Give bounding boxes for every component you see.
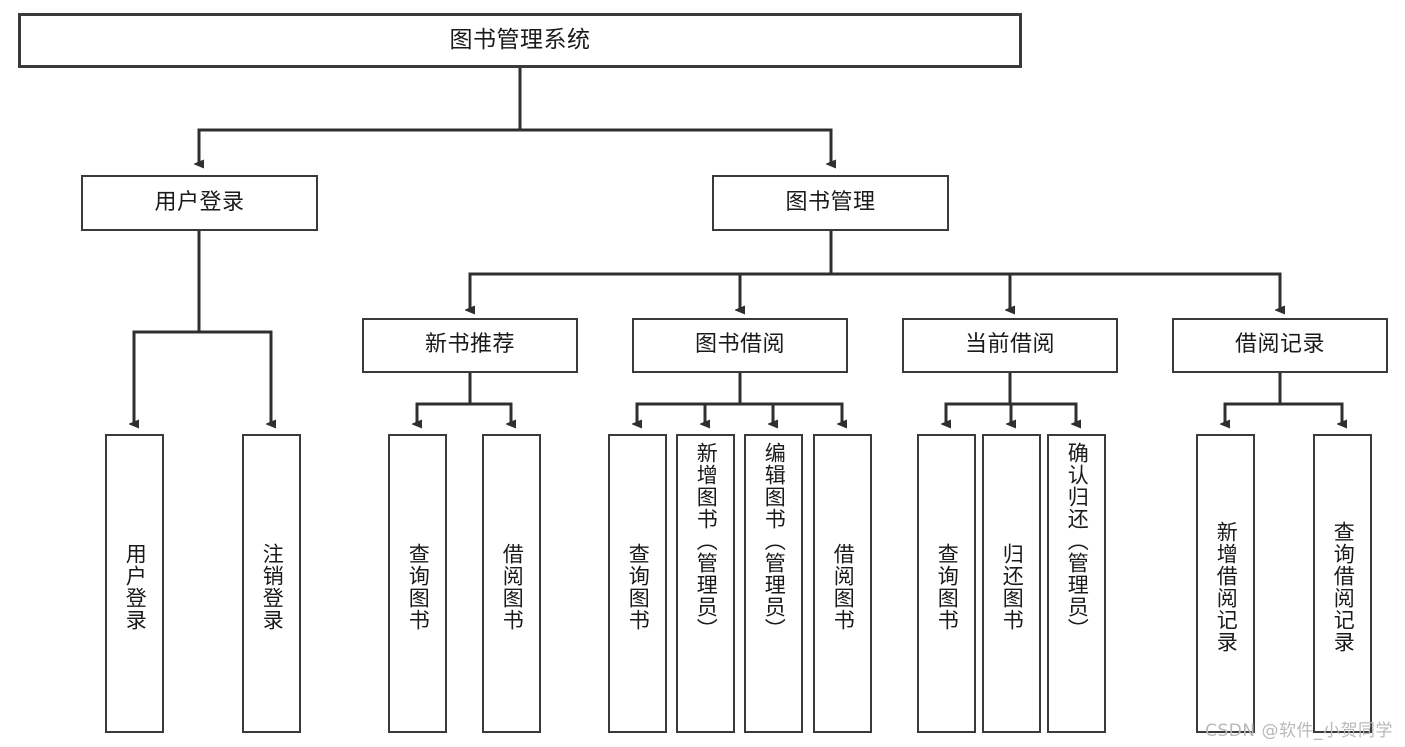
node-borrow-record-label: 借阅记录 (1234, 332, 1325, 358)
node-leaf-query-book-3[interactable]: 查询图书 (917, 434, 976, 733)
node-leaf-query-record[interactable]: 查询借阅记录 (1313, 434, 1372, 733)
node-leaf-add-record[interactable]: 新增借阅记录 (1196, 434, 1255, 733)
node-leaf-add-book-label: 新增图书（管理员） (694, 442, 719, 640)
node-book-borrow[interactable]: 图书借阅 (632, 318, 848, 373)
node-leaf-confirm-return-label: 确认归还（管理员） (1065, 442, 1090, 640)
node-book-manage-label: 图书管理 (785, 189, 876, 215)
node-leaf-borrow-book-1-label: 借阅图书 (500, 542, 525, 631)
node-new-book-recommend-label: 新书推荐 (424, 332, 515, 358)
csdn-watermark: CSDN @软件_小贺同学 (1205, 721, 1393, 741)
node-leaf-query-book-2-label: 查询图书 (626, 542, 651, 631)
node-leaf-logout-login[interactable]: 注销登录 (242, 434, 301, 733)
node-leaf-query-book-2[interactable]: 查询图书 (608, 434, 667, 733)
node-root-label: 图书管理系统 (449, 26, 591, 53)
node-leaf-return-book[interactable]: 归还图书 (982, 434, 1041, 733)
node-user-login[interactable]: 用户登录 (81, 175, 318, 231)
node-book-borrow-label: 图书借阅 (694, 332, 785, 358)
node-leaf-borrow-book-2[interactable]: 借阅图书 (813, 434, 872, 733)
node-leaf-add-book[interactable]: 新增图书（管理员） (676, 434, 735, 733)
node-current-borrow-label: 当前借阅 (964, 332, 1055, 358)
node-leaf-user-login-label: 用户登录 (123, 542, 148, 631)
node-new-book-recommend[interactable]: 新书推荐 (362, 318, 578, 373)
node-leaf-confirm-return[interactable]: 确认归还（管理员） (1047, 434, 1106, 733)
node-leaf-user-login[interactable]: 用户登录 (105, 434, 164, 733)
node-root[interactable]: 图书管理系统 (18, 13, 1022, 68)
node-user-login-label: 用户登录 (154, 189, 245, 215)
node-leaf-borrow-book-1[interactable]: 借阅图书 (482, 434, 541, 733)
node-leaf-edit-book-label: 编辑图书（管理员） (762, 442, 787, 640)
node-leaf-query-book-1[interactable]: 查询图书 (388, 434, 447, 733)
node-leaf-query-book-3-label: 查询图书 (935, 542, 960, 631)
node-leaf-query-book-1-label: 查询图书 (406, 542, 431, 631)
node-leaf-query-record-label: 查询借阅记录 (1331, 520, 1356, 653)
node-leaf-return-book-label: 归还图书 (1000, 542, 1025, 631)
node-leaf-add-record-label: 新增借阅记录 (1214, 520, 1239, 653)
node-current-borrow[interactable]: 当前借阅 (902, 318, 1118, 373)
node-leaf-logout-login-label: 注销登录 (260, 542, 285, 631)
node-borrow-record[interactable]: 借阅记录 (1172, 318, 1388, 373)
node-leaf-edit-book[interactable]: 编辑图书（管理员） (744, 434, 803, 733)
node-book-manage[interactable]: 图书管理 (712, 175, 949, 231)
node-leaf-borrow-book-2-label: 借阅图书 (831, 542, 856, 631)
